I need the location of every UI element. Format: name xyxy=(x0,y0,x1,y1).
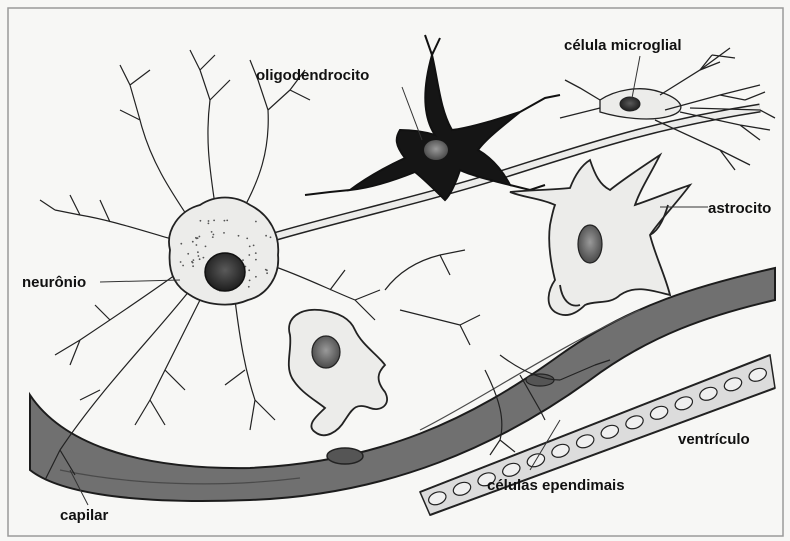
capillary xyxy=(30,268,775,501)
stipple-dot xyxy=(203,257,205,259)
label-microglia: célula microglial xyxy=(564,38,682,53)
axon xyxy=(270,108,760,238)
label-ventriculo: ventrículo xyxy=(678,432,750,447)
stipple-dot xyxy=(253,245,255,247)
stipple-dot xyxy=(213,220,215,222)
stipple-dot xyxy=(255,259,257,261)
stipple-dot xyxy=(224,220,226,222)
stipple-dot xyxy=(265,235,267,237)
stipple-dot xyxy=(248,286,250,288)
stipple-dot xyxy=(193,259,195,261)
stipple-dot xyxy=(242,259,244,261)
stipple-dot xyxy=(180,243,182,245)
stipple-dot xyxy=(180,261,182,263)
stipple-dot xyxy=(248,254,250,256)
oligodendrocyte xyxy=(305,35,560,200)
stipple-dot xyxy=(226,220,228,222)
stipple-dot xyxy=(266,272,268,274)
stipple-dot xyxy=(270,236,272,238)
stipple-dot xyxy=(199,236,201,238)
label-oligodendrocito: oligodendrocito xyxy=(256,68,369,83)
stipple-dot xyxy=(195,237,197,239)
stipple-dot xyxy=(211,231,213,233)
stipple-dot xyxy=(255,276,257,278)
stipple-dot xyxy=(223,232,225,234)
stipple-dot xyxy=(248,269,250,271)
stipple-dot xyxy=(212,236,214,238)
stipple-dot xyxy=(266,269,268,271)
perivascular-cell xyxy=(289,310,387,435)
stipple-dot xyxy=(205,246,207,248)
stipple-dot xyxy=(246,238,248,240)
perivascular-nucleus xyxy=(312,336,340,368)
label-capilar: capilar xyxy=(60,508,108,523)
stipple-dot xyxy=(192,241,194,243)
stipple-dot xyxy=(238,235,240,237)
stipple-dot xyxy=(182,265,184,267)
label-ependimais: células ependimais xyxy=(487,478,625,493)
stipple-dot xyxy=(255,221,257,223)
stipple-dot xyxy=(255,252,257,254)
stipple-dot xyxy=(249,246,251,248)
stipple-dot xyxy=(208,223,210,225)
microglial-cell xyxy=(560,48,775,170)
stipple-dot xyxy=(187,253,189,255)
stipple-dot xyxy=(197,251,199,253)
stipple-dot xyxy=(249,280,251,282)
microglia-nucleus xyxy=(620,97,640,111)
stipple-dot xyxy=(196,244,198,246)
stipple-dot xyxy=(213,234,215,236)
stipple-dot xyxy=(192,265,194,267)
label-neuronio: neurônio xyxy=(22,275,86,290)
stipple-dot xyxy=(200,220,202,222)
stipple-dot xyxy=(199,258,201,260)
stipple-dot xyxy=(208,220,210,222)
label-astrocito: astrocito xyxy=(708,201,771,216)
stipple-dot xyxy=(192,262,194,264)
stipple-dot xyxy=(198,255,200,257)
neuron-nucleus xyxy=(205,253,245,291)
astrocyte-nucleus xyxy=(578,225,602,263)
